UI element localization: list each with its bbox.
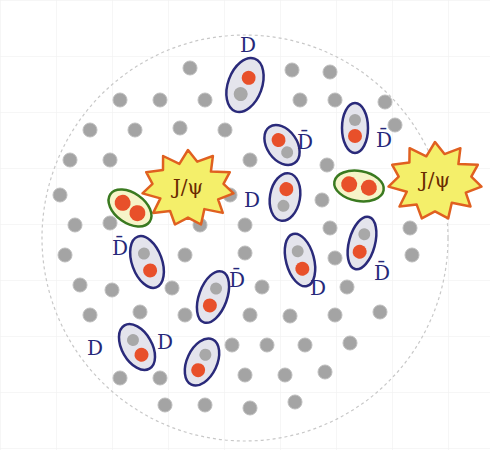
d-meson-pairs bbox=[112, 53, 382, 391]
plasma-boundary bbox=[42, 35, 448, 441]
meson-label: D bbox=[244, 190, 260, 210]
jpsi-star: J/ψ bbox=[386, 140, 484, 222]
charm-pair bbox=[332, 167, 386, 205]
meson-label: D bbox=[87, 338, 103, 358]
particle-label: J/ψ bbox=[173, 177, 203, 197]
meson-label: D bbox=[310, 278, 326, 298]
particle-label: J/ψ bbox=[420, 170, 450, 190]
meson-label: D̄ bbox=[229, 270, 245, 290]
jpsi-star: J/ψ bbox=[140, 148, 236, 228]
meson-label: D̄ bbox=[297, 132, 313, 152]
meson-label: D bbox=[240, 35, 256, 55]
plasma-particles bbox=[53, 61, 419, 415]
meson-label: D̄ bbox=[376, 130, 392, 150]
meson-label: D̄ bbox=[112, 238, 128, 258]
meson-label: D̄ bbox=[374, 263, 390, 283]
meson-label: D bbox=[157, 332, 173, 352]
